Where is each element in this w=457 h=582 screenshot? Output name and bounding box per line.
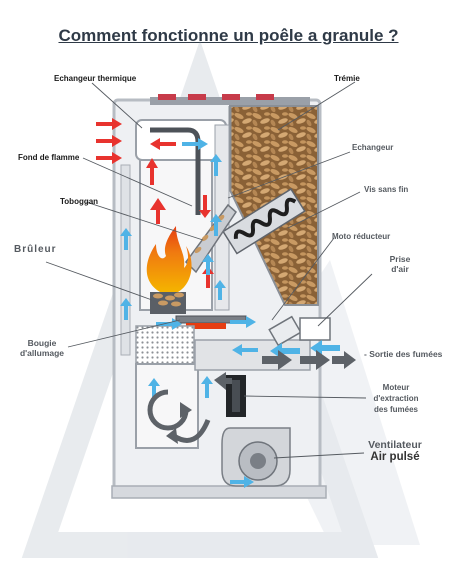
leader-lines (45, 81, 373, 459)
burner-pot (150, 292, 186, 314)
motor-reducer (268, 315, 331, 347)
label-tremie: Trémie (334, 74, 360, 83)
label-moteur-extraction: Moteur d'extraction des fumées (368, 382, 424, 415)
label-moto-reducteur: Moto réducteur (332, 232, 391, 241)
fan-icon (221, 427, 291, 487)
smoke-duct (194, 339, 311, 417)
label-fond-de-flamme: Fond de flamme (18, 153, 80, 162)
label-prise-air: Prise d'air (385, 254, 415, 274)
label-ventilateur-line1: Ventilateur (368, 439, 422, 451)
flame-icon (146, 226, 192, 292)
label-sortie-fumees: - Sortie des fumées (364, 349, 443, 359)
label-prise-air-line1: Prise (389, 254, 411, 264)
page-title: Comment fonctionne un poêle a granule ? (58, 26, 399, 45)
label-echangeur: Echangeur (352, 143, 394, 152)
label-echangeur-thermique: Echangeur thermique (54, 74, 137, 83)
hot-air-arrows (96, 118, 214, 288)
label-moteur-line2: d'extraction (373, 394, 419, 403)
ash-box (135, 325, 195, 365)
label-bruleur: Brûleur (14, 244, 57, 255)
label-toboggan: Toboggan (60, 197, 99, 206)
cold-air-arrows (120, 138, 340, 488)
label-bougie-line1: Bougie (27, 338, 57, 348)
label-vis-sans-fin: Vis sans fin (364, 185, 409, 194)
label-moteur-line1: Moteur (382, 383, 410, 392)
label-moteur-line3: des fumées (373, 405, 419, 414)
smoke-arrows (147, 350, 356, 444)
label-bougie-line2: d'allumage (19, 348, 65, 358)
label-ventilateur-line2: Air pulsé (370, 451, 420, 463)
label-ventilateur: Ventilateur Air pulsé (366, 439, 424, 463)
label-bougie-allumage: Bougie d'allumage (18, 338, 66, 358)
screw-conveyor (222, 188, 306, 255)
label-prise-air-line2: d'air (391, 264, 409, 274)
